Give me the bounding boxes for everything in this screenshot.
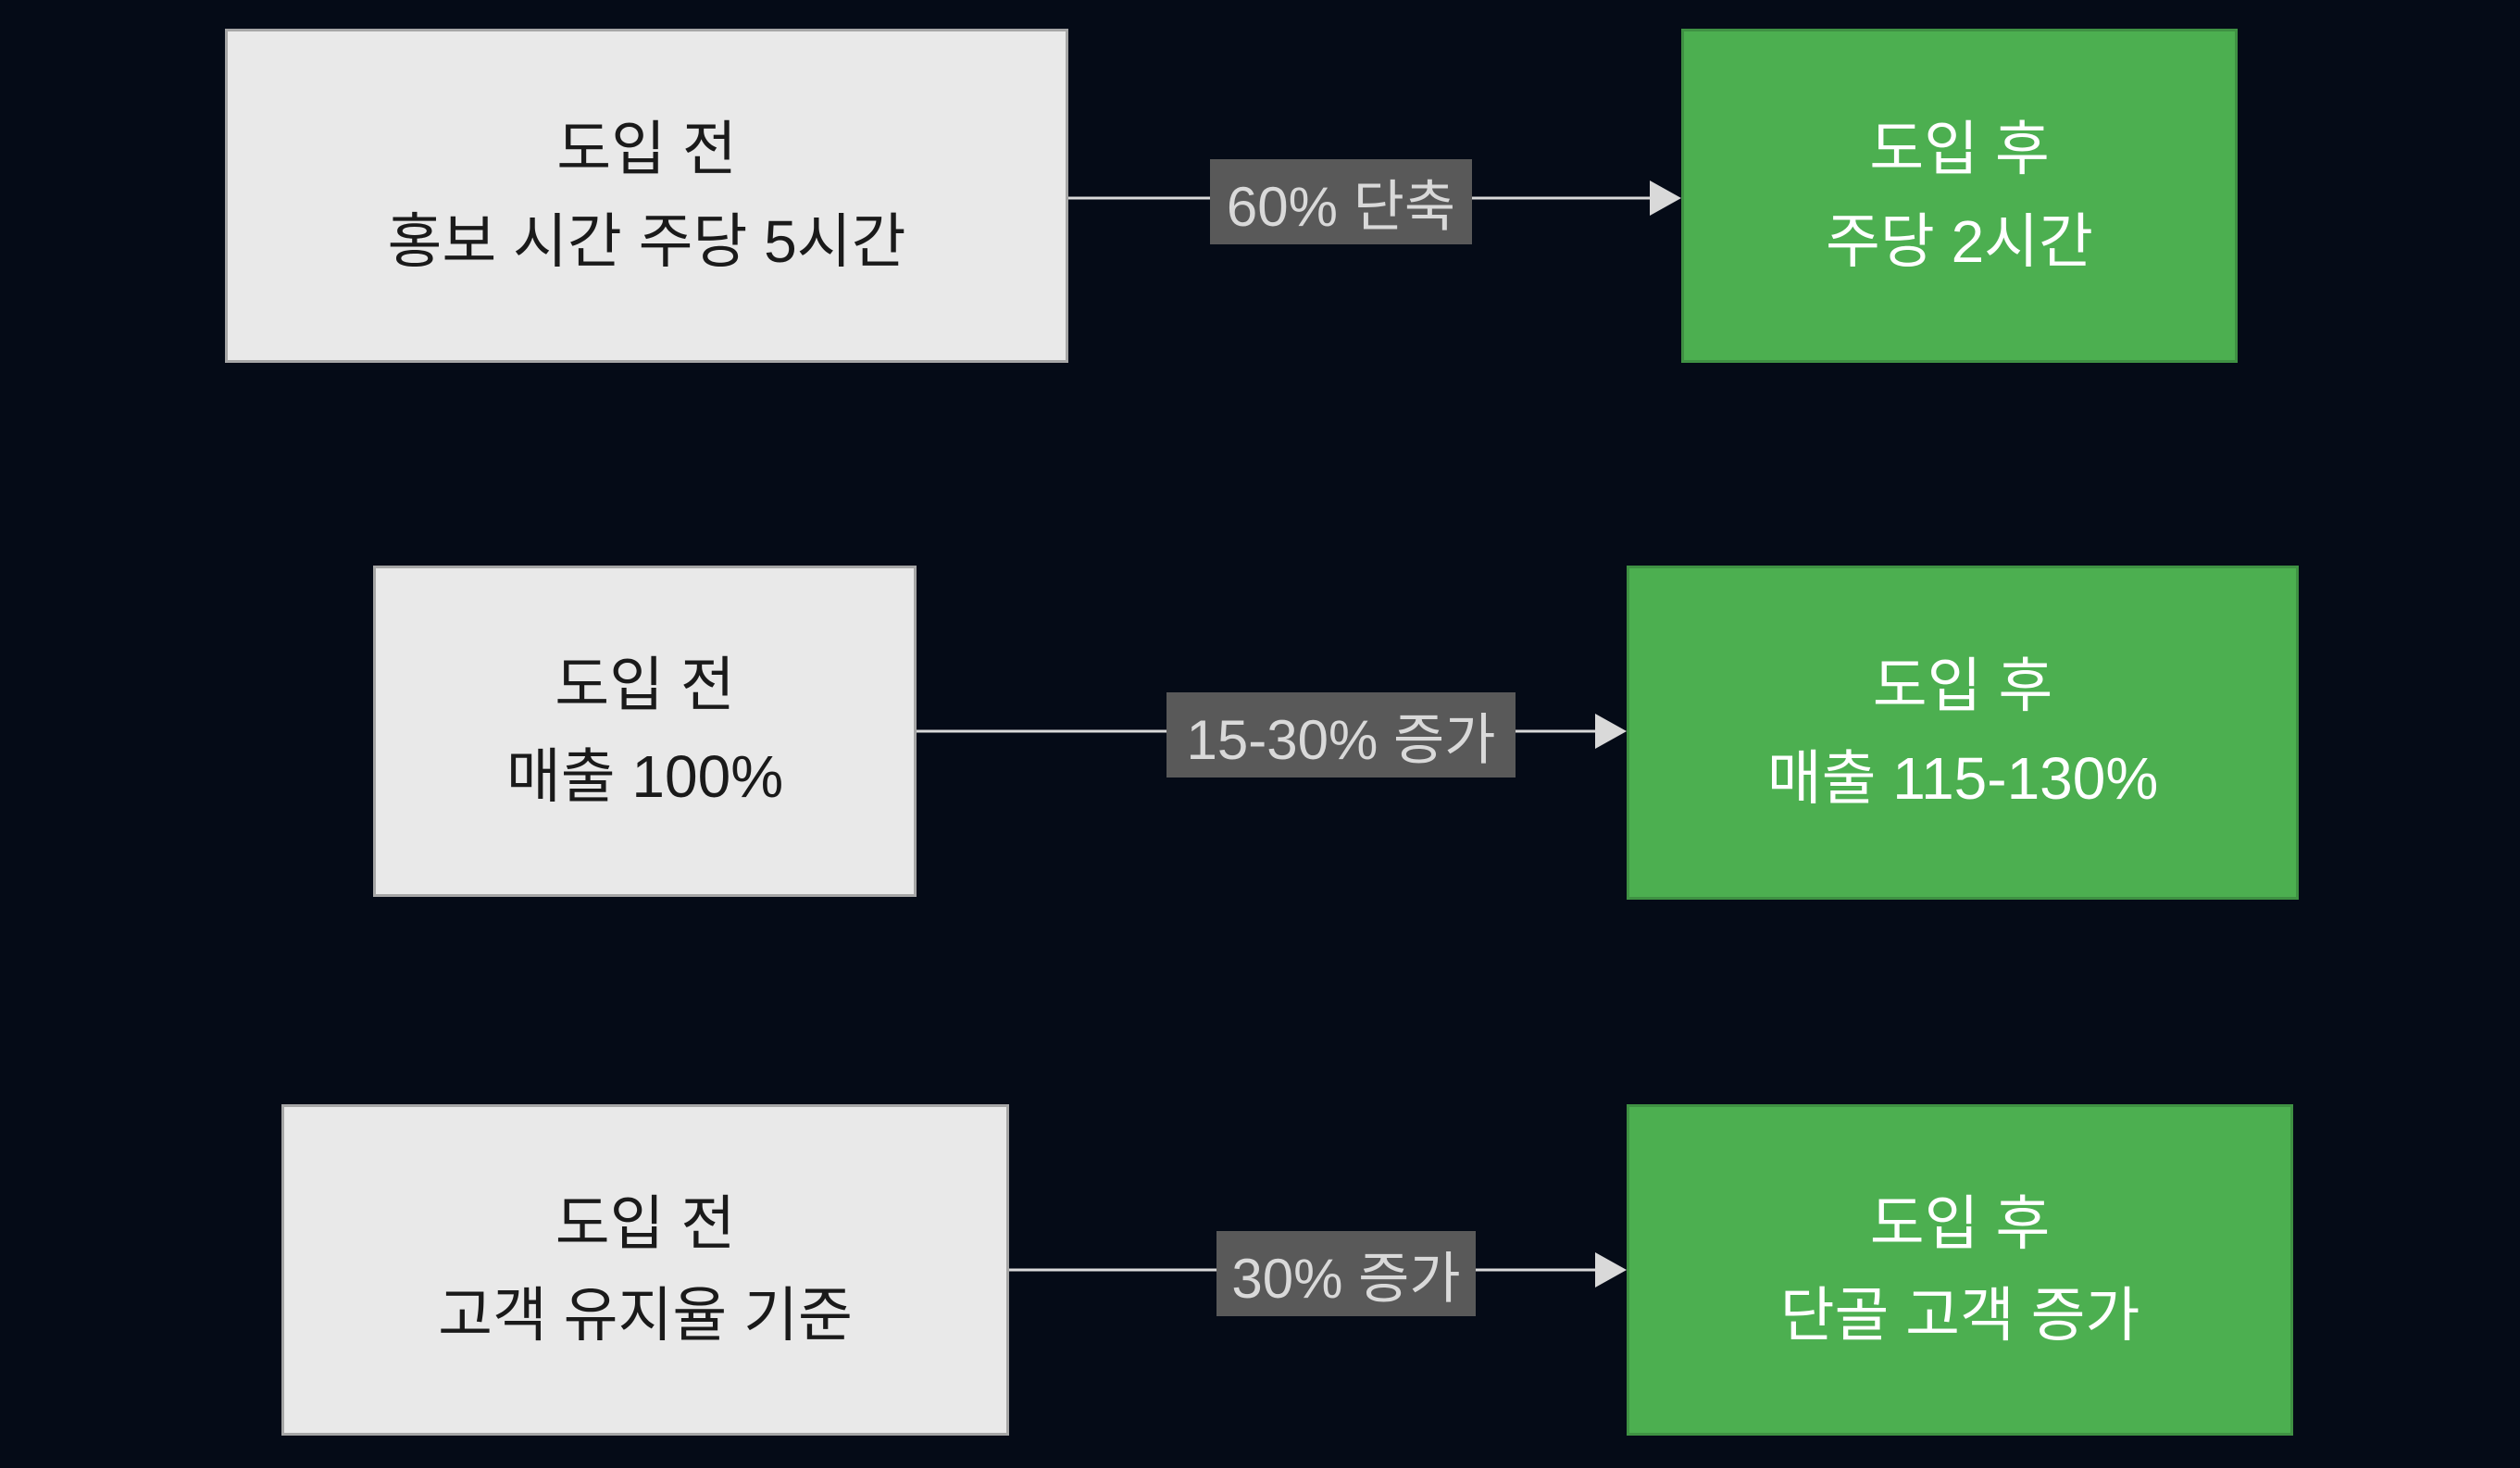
arrow-2-head-icon [1595,714,1627,749]
arrow-3-head-icon [1595,1252,1627,1288]
arrow-label-3: 30% 증가 [1216,1231,1476,1316]
arrow-label-1: 60% 단축 [1210,159,1472,244]
after-box-2: 도입 후 매출 115-130% [1627,566,2299,900]
before-box-1: 도입 전 홍보 시간 주당 5시간 [225,29,1068,363]
before-box-3: 도입 전 고객 유지율 기준 [281,1104,1009,1436]
before-box-2: 도입 전 매출 100% [373,566,917,897]
after-box-2-line2: 매출 115-130% [1766,744,2159,812]
arrow-1-head-icon [1650,180,1681,216]
before-box-1-line1: 도입 전 [556,116,737,183]
before-box-1-line2: 홍보 시간 주당 5시간 [387,207,906,275]
after-box-3-line1: 도입 후 [1869,1189,2051,1257]
after-box-1-line2: 주당 2시간 [1826,207,2093,275]
after-box-3-line2: 단골 고객 증가 [1779,1282,2140,1349]
before-box-3-line2: 고객 유지율 기준 [438,1282,853,1349]
arrow-label-2: 15-30% 증가 [1166,692,1516,778]
before-box-2-line1: 도입 전 [555,651,735,718]
after-box-3: 도입 후 단골 고객 증가 [1627,1104,2293,1436]
after-box-1-line1: 도입 후 [1869,116,2050,183]
after-box-1: 도입 후 주당 2시간 [1681,29,2238,363]
after-box-2-line1: 도입 후 [1872,653,2053,720]
before-box-3-line1: 도입 전 [555,1189,736,1257]
before-box-2-line2: 매출 100% [505,743,784,810]
